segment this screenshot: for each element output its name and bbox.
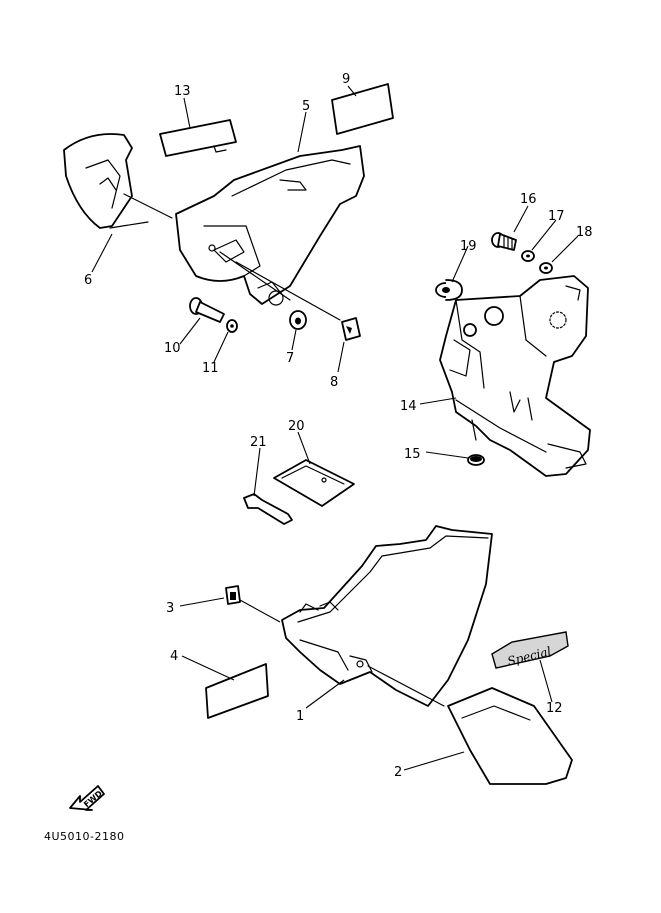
part-17-washer: [521, 250, 535, 262]
callout-labels: 13 9 5 6 10 11 7 8 16 17 18 19 14 15 20 …: [84, 72, 593, 780]
callout-15: 15: [404, 447, 421, 462]
part-7-grommet: [289, 310, 307, 330]
callout-6: 6: [84, 273, 92, 288]
leader-lines: [91, 85, 579, 771]
callout-20: 20: [288, 419, 305, 434]
callout-10: 10: [164, 341, 181, 356]
part-3-clip: [225, 585, 241, 605]
callout-4: 4: [170, 649, 178, 664]
callout-17: 17: [548, 209, 565, 224]
part-8-clip: [341, 317, 361, 341]
callout-12: 12: [546, 701, 563, 716]
part-14-battery-box: [439, 275, 591, 477]
callout-1: 1: [296, 709, 304, 724]
part-12-emblem: Special: [491, 631, 569, 669]
part-13-plate: [159, 119, 237, 157]
part-15-nut: [467, 454, 485, 466]
part-19-grommet: [435, 279, 463, 301]
callout-5: 5: [302, 99, 310, 114]
part-5-upper-side-cover: [175, 145, 365, 321]
part-21-wrench: [243, 493, 293, 525]
callout-19: 19: [460, 239, 477, 254]
callout-14: 14: [400, 399, 417, 414]
part-18-washer: [539, 262, 553, 274]
part-9-plate: [331, 83, 394, 135]
callout-11: 11: [202, 361, 219, 376]
callout-2: 2: [394, 765, 402, 780]
part-11-washer: [226, 319, 238, 333]
callout-7: 7: [286, 351, 294, 366]
part-4-plate: [205, 663, 269, 719]
part-6-small-cover: [63, 133, 173, 229]
callout-8: 8: [330, 375, 338, 390]
callout-3: 3: [166, 601, 174, 616]
callout-9: 9: [342, 72, 350, 87]
callout-16: 16: [520, 192, 537, 207]
part-1-lower-side-cover: [281, 525, 493, 707]
part-20-pad: [273, 459, 355, 507]
part-16-bolt: [491, 232, 517, 251]
callout-13: 13: [174, 84, 191, 99]
callout-21: 21: [250, 435, 267, 450]
part-10-bolt: [189, 297, 225, 323]
part-2-small-cover: [447, 687, 573, 785]
callout-18: 18: [576, 225, 593, 240]
fwd-arrow-icon: FWD: [69, 785, 105, 811]
diagram-code: 4U5010-2180: [44, 830, 125, 843]
